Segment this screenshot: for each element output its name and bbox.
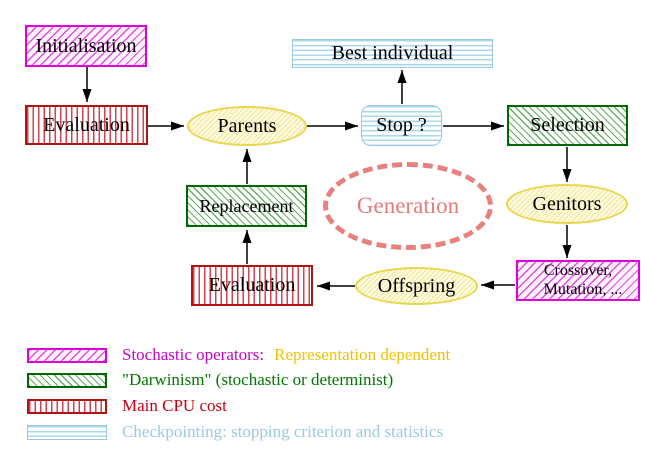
node-genitors: Genitors <box>506 184 628 224</box>
node-initialisation: Initialisation <box>25 25 147 67</box>
node-replacement: Replacement <box>186 185 307 227</box>
generation-cycle-ellipse: Generation <box>323 162 493 250</box>
node-offspring-label: Offspring <box>377 274 456 297</box>
node-stop: Stop ? <box>361 105 442 146</box>
legend-label-cpu-cost: Main CPU cost <box>122 396 227 415</box>
legend-row-stochastic: Stochastic operators: Representation dep… <box>27 345 450 365</box>
legend-row-cpu-cost: Main CPU cost <box>27 396 227 416</box>
legend-row-darwinism: "Darwinism" (stochastic or determinist) <box>27 370 393 390</box>
node-offspring: Offspring <box>355 267 478 305</box>
legend-swatch-checkpointing <box>27 424 107 440</box>
node-selection: Selection <box>507 105 628 146</box>
node-initialisation-label: Initialisation <box>35 34 137 57</box>
legend-swatch-darwinism <box>27 372 107 388</box>
node-evaluation-bottom-label: Evaluation <box>208 274 296 296</box>
legend-swatch-cpu-cost <box>27 398 107 414</box>
node-evaluation-top: Evaluation <box>25 105 148 145</box>
node-best-individual-label: Best individual <box>331 42 454 64</box>
legend-label-stochastic: Stochastic operators: <box>122 345 265 364</box>
node-selection-label: Selection <box>530 114 605 136</box>
legend-swatch-stochastic-operators <box>27 347 107 363</box>
legend-label-representation-dependent: Representation dependent <box>274 345 451 364</box>
node-stop-label: Stop ? <box>376 114 427 136</box>
node-best-individual: Best individual <box>292 39 493 68</box>
node-parents: Parents <box>187 106 307 146</box>
legend-label-darwinism: "Darwinism" (stochastic or determinist) <box>122 370 394 389</box>
node-evaluation-bottom: Evaluation <box>191 265 313 306</box>
node-genitors-label: Genitors <box>532 192 602 215</box>
node-evaluation-top-label: Evaluation <box>43 113 130 136</box>
node-crossover-line2: Mutation, ... <box>543 280 623 298</box>
node-parents-label: Parents <box>217 114 277 137</box>
node-crossover-mutation: Crossover, Mutation, ... <box>516 260 640 301</box>
legend-label-checkpointing: Checkpointing: stopping criterion and st… <box>122 422 444 441</box>
generation-label: Generation <box>356 193 460 218</box>
node-replacement-label: Replacement <box>199 195 294 216</box>
node-crossover-line1: Crossover, <box>543 261 613 279</box>
legend-row-checkpointing: Checkpointing: stopping criterion and st… <box>27 422 443 442</box>
